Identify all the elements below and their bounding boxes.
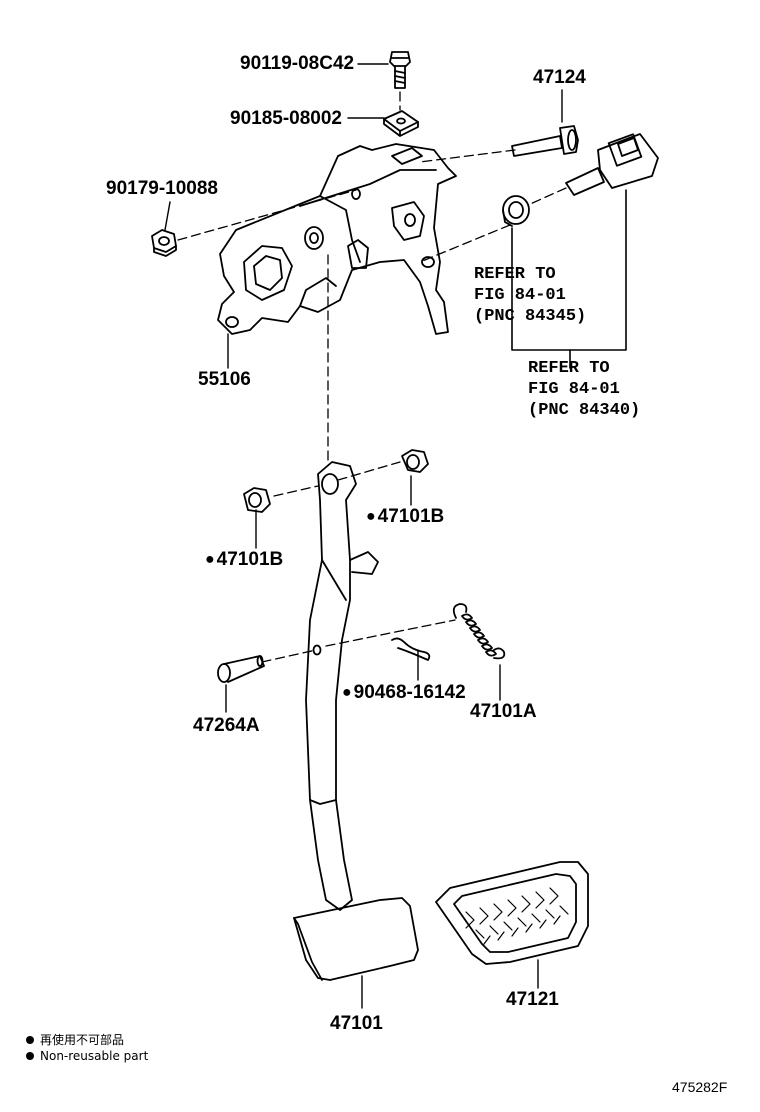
reference-line: FIG 84-01 bbox=[528, 380, 620, 399]
pedal-arm-icon bbox=[305, 461, 379, 911]
part-label-90179[interactable]: 90179-10088 bbox=[106, 178, 218, 199]
reference-line: (PNC 84345) bbox=[474, 307, 587, 326]
legend-english: Non-reusable part bbox=[40, 1049, 149, 1063]
part-label-47121[interactable]: 47121 bbox=[506, 989, 559, 1010]
part-label-47101b-left[interactable]: ●47101B bbox=[205, 550, 283, 569]
pedal-bracket-icon bbox=[217, 143, 457, 335]
reference-note-84340[interactable]: REFER TO FIG 84-01 (PNC 84340) bbox=[528, 358, 640, 421]
non-reusable-marker: ● bbox=[366, 508, 376, 525]
hex-nut-icon bbox=[151, 229, 177, 257]
reference-note-84345[interactable]: REFER TO FIG 84-01 (PNC 84345) bbox=[474, 264, 586, 327]
part-label-90468[interactable]: ●90468-16142 bbox=[342, 683, 466, 702]
pedal-pad-cover-icon bbox=[435, 861, 589, 965]
part-label-47124[interactable]: 47124 bbox=[533, 67, 586, 88]
reference-line: REFER TO bbox=[474, 265, 556, 284]
pedal-pad-icon bbox=[293, 897, 419, 981]
bolt-icon bbox=[389, 51, 411, 89]
leader-lines bbox=[164, 63, 563, 1009]
part-label-47264a[interactable]: 47264A bbox=[193, 715, 260, 736]
non-reusable-marker: ● bbox=[205, 551, 215, 568]
bushing-47101b-left-icon bbox=[243, 487, 271, 513]
return-spring-icon bbox=[452, 603, 506, 660]
part-label-55106[interactable]: 55106 bbox=[198, 369, 251, 390]
stop-lamp-switch-icon bbox=[565, 133, 659, 196]
part-label-90185[interactable]: 90185-08002 bbox=[230, 108, 342, 129]
part-number-text: 90468-16142 bbox=[353, 682, 466, 703]
reference-bracket bbox=[511, 189, 627, 369]
pin-icon bbox=[511, 125, 579, 157]
part-number-text: 47101B bbox=[216, 549, 284, 570]
part-number-text: 47101B bbox=[377, 506, 445, 527]
part-label-47101a[interactable]: 47101A bbox=[470, 701, 537, 722]
bushing-icon bbox=[502, 195, 530, 227]
legend-japanese: 再使用不可部品 bbox=[40, 1033, 125, 1047]
reference-line: REFER TO bbox=[528, 359, 610, 378]
reference-line: (PNC 84340) bbox=[528, 401, 641, 420]
part-label-90119[interactable]: 90119-08C42 bbox=[240, 53, 355, 74]
non-reusable-marker: ● bbox=[342, 684, 352, 701]
figure-number: 475282F bbox=[672, 1079, 728, 1095]
part-label-47101b-right[interactable]: ●47101B bbox=[366, 507, 444, 526]
part-label-47101[interactable]: 47101 bbox=[330, 1013, 383, 1034]
clevis-pin-icon bbox=[217, 655, 265, 683]
reference-line: FIG 84-01 bbox=[474, 286, 566, 305]
square-nut-icon bbox=[383, 110, 419, 137]
clip-icon bbox=[391, 637, 431, 661]
legend-bullets bbox=[26, 1036, 34, 1060]
bushing-47101b-right-icon bbox=[401, 449, 429, 473]
